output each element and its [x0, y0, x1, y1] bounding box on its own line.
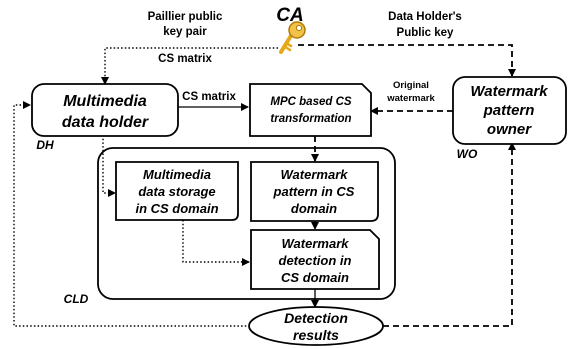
storage-box: [115, 161, 239, 221]
ca-label: CA: [276, 5, 303, 26]
data-holder-key-label-line1: Data Holder's: [388, 11, 462, 23]
original-watermark-label-line1: Original: [393, 80, 429, 91]
storage-line2: data storage: [138, 184, 215, 199]
owner-tag: WO: [457, 147, 478, 161]
mpc-line2: transformation: [270, 113, 351, 125]
results-line2: results: [293, 327, 339, 343]
multimedia-holder-line1: Multimedia: [63, 93, 147, 110]
watermark-pattern-owner-box: [452, 76, 567, 145]
data-holder-key-label-line2: Public key: [397, 27, 454, 39]
pattern-cs-line1: Watermark: [281, 167, 349, 182]
storage-line3: in CS domain: [135, 201, 218, 216]
edge-ca-to-owner: [298, 44, 516, 77]
detection-line1: Watermark: [282, 236, 350, 251]
detection-line3: CS domain: [281, 270, 349, 285]
edge-ca-to-holder: [101, 47, 278, 85]
owner-line1: Watermark: [470, 83, 548, 100]
key-icon: [279, 21, 306, 54]
cloud-container: [97, 147, 396, 300]
multimedia-data-holder-box: [31, 83, 179, 137]
paillier-label-line2: key pair: [163, 26, 207, 38]
edge-holder-to-storage: [102, 135, 116, 197]
pattern-cs-line3: domain: [291, 201, 337, 216]
results-line1: Detection: [284, 310, 348, 326]
holder-tag: DH: [36, 138, 54, 152]
edge-results-to-owner: [383, 142, 516, 327]
mpc-line1: MPC based CS: [270, 96, 351, 108]
owner-line3: owner: [487, 121, 532, 138]
original-watermark-label-line2: watermark: [386, 93, 435, 104]
paillier-label-line1: Paillier public: [148, 11, 223, 23]
detection-results-ellipse: [248, 306, 384, 346]
owner-line2: pattern: [483, 102, 535, 119]
edge-storage-to-detection: [182, 220, 250, 266]
mpc-transformation-box: [249, 83, 372, 137]
storage-line1: Multimedia: [143, 167, 211, 182]
paillier-label-line3: CS matrix: [158, 53, 212, 65]
multimedia-holder-line2: data holder: [62, 114, 149, 131]
detection-box: [250, 229, 380, 290]
cloud-tag: CLD: [64, 292, 89, 306]
detection-line2: detection in: [279, 253, 352, 268]
cs-matrix-label: CS matrix: [182, 91, 236, 103]
pattern-cs-box: [250, 161, 379, 222]
pattern-cs-line2: pattern in CS: [273, 184, 355, 199]
